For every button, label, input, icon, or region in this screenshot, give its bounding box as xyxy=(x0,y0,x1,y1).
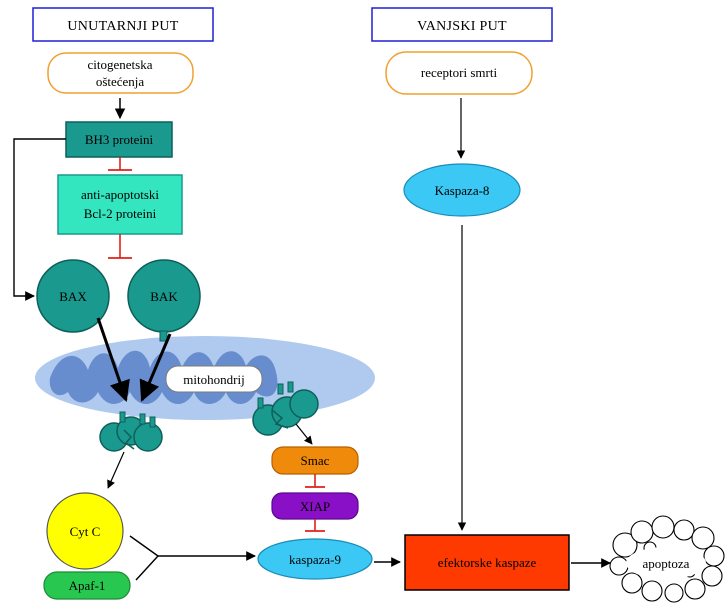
mitochondrion-label: mitohondrij xyxy=(183,372,244,387)
node-effector-caspases: efektorske kaspaze xyxy=(404,534,570,591)
inhibit-xiap-to-caspase9 xyxy=(305,519,325,532)
node-cytogenetic-damage: citogenetska oštećenja xyxy=(47,52,194,94)
caspase8-label: Kaspaza-8 xyxy=(435,183,490,198)
anti-apoptotic-label-2: Bcl-2 proteini xyxy=(84,206,157,221)
xiap-label: XIAP xyxy=(300,499,330,514)
smac-label: Smac xyxy=(301,453,330,468)
node-caspase9: kaspaza-9 xyxy=(257,538,373,580)
header-intrinsic: UNUTARNJI PUT xyxy=(32,7,214,42)
node-apaf1: Apaf-1 xyxy=(43,571,131,600)
node-bak: BAK xyxy=(127,259,201,342)
cytogenetic-label-2: oštećenja xyxy=(96,74,145,89)
node-cytc: Cyt C xyxy=(46,492,124,570)
caspase9-label: kaspaza-9 xyxy=(289,552,341,567)
header-intrinsic-label: UNUTARNJI PUT xyxy=(67,19,178,34)
apaf1-label: Apaf-1 xyxy=(69,578,106,593)
node-anti-apoptotic-bcl2: anti-apoptotski Bcl-2 proteini xyxy=(57,174,183,235)
node-bh3-proteins: BH3 proteini xyxy=(65,121,173,158)
header-extrinsic-label: VANJSKI PUT xyxy=(417,19,507,34)
death-receptors-label: receptori smrti xyxy=(421,65,498,80)
node-death-receptors: receptori smrti xyxy=(385,51,533,95)
mitochondrion-label-box: mitohondrij xyxy=(165,365,263,393)
inhibit-smac-to-xiap xyxy=(305,474,325,488)
bax-label: BAX xyxy=(59,289,87,304)
cytogenetic-label-1: citogenetska xyxy=(88,57,153,72)
apoptosis-blebs xyxy=(609,515,725,603)
inhibit-anti-to-bax-bak xyxy=(108,234,132,259)
bak-label: BAK xyxy=(150,289,178,304)
arrow-pore-to-smac xyxy=(295,423,313,445)
pore-complex-right xyxy=(252,381,319,436)
cytc-label: Cyt C xyxy=(70,524,101,539)
bh3-label: BH3 proteini xyxy=(85,132,154,147)
connector-cytc-apaf-to-caspase9 xyxy=(129,535,256,581)
header-extrinsic: VANJSKI PUT xyxy=(371,7,553,42)
node-xiap: XIAP xyxy=(271,492,359,520)
node-bax: BAX xyxy=(36,259,110,333)
apoptosis-label: apoptoza xyxy=(643,556,690,571)
inhibit-bh3-to-anti xyxy=(108,157,132,171)
effector-label: efektorske kaspaze xyxy=(438,555,537,570)
anti-apoptotic-label-1: anti-apoptotski xyxy=(81,187,159,202)
connector-bh3-to-bax xyxy=(13,138,66,301)
node-caspase8: Kaspaza-8 xyxy=(403,163,521,217)
arrow-bax-to-pore xyxy=(96,317,130,402)
node-smac: Smac xyxy=(271,446,359,475)
arrow-pore-to-cytc xyxy=(107,451,125,489)
arrow-bak-to-pore xyxy=(139,333,172,402)
pore-complex-left xyxy=(99,411,163,452)
